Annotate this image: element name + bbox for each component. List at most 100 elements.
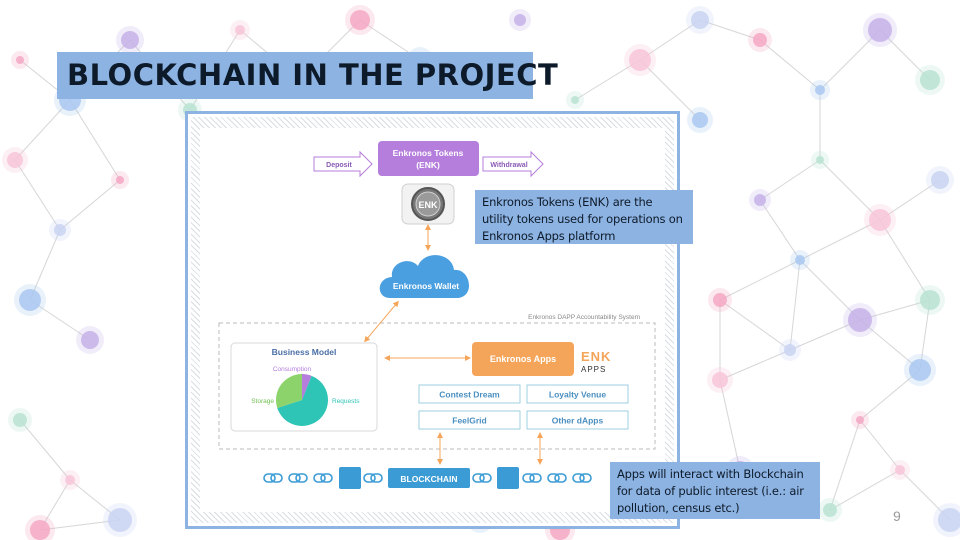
app-button-1 [526,384,629,404]
chain-link-icon [479,473,492,483]
chain-link-icon [320,473,333,483]
network-edge [859,299,931,321]
deposit-arrow [313,150,373,178]
app-button-label-1: Loyalty Venue [549,390,606,400]
network-node [121,31,139,49]
pie-slice-requests [277,375,328,426]
chain-link-icon [313,473,326,483]
business-model-title: Business Model [272,347,337,357]
network-edge [829,469,901,511]
slide-title: BLOCKCHAIN IN THE PROJECT [67,58,559,92]
network-node [30,520,50,540]
network-edge [919,299,931,371]
chain-block-icon [497,467,519,489]
network-edge [799,259,861,321]
network-edge [69,99,121,181]
network-node [13,413,27,427]
network-edge [14,159,61,231]
chain-link-icon [547,473,560,483]
network-edge [859,419,901,471]
network-node [81,331,99,349]
network-edge [719,349,791,381]
network-node [116,176,124,184]
network-edge [29,299,91,341]
tokens-label-line1: Enkronos Tokens [393,148,464,158]
network-node [7,152,23,168]
pie-label-storage: Storage [251,398,274,405]
system-label: Enkronos DAPP Accountability System [528,314,640,321]
network-node [571,96,579,104]
page-number: 9 [893,508,901,524]
chain-link-icon [554,473,567,483]
network-node [931,171,949,189]
deposit-arrow-label: Deposit [326,162,352,169]
network-node [753,33,767,47]
tokens-label-line2: (ENK) [416,160,440,170]
app-button-label-2: FeelGrid [452,416,486,426]
network-edge [819,159,881,221]
chain-link-icon [263,473,276,483]
pie-label-consumption: Consumption [273,366,312,373]
network-edge [639,59,701,121]
network-node [938,508,960,532]
network-node [16,56,24,64]
network-node [815,85,825,95]
wallet-business-connector [364,300,399,343]
pie-slice-consumption [302,374,312,400]
chain-link-icon [363,473,376,483]
network-node [909,359,931,381]
apps-logo-top: ENK [581,349,611,364]
network-node [692,112,708,128]
network-edge [19,419,71,481]
network-node [895,465,905,475]
network-node [108,508,132,532]
withdrawal-arrow [482,150,544,178]
enk-coin-label: ENK [418,200,438,210]
network-edge [574,59,641,101]
network-node [920,290,940,310]
network-node [235,25,245,35]
network-node [869,209,891,231]
network-node [816,156,824,164]
blockchain-box [388,468,470,488]
network-edge [819,29,881,91]
pie-label-requests: Requests [332,398,360,405]
network-edge [799,219,881,261]
network-node [19,289,41,311]
apps-box [472,342,574,376]
network-node [848,308,872,332]
network-node [65,475,75,485]
app-button-3 [526,410,629,430]
app-button-label-0: Contest Dream [439,390,500,400]
network-edge [829,419,861,511]
network-edge [719,299,791,351]
network-edge [59,179,121,231]
chain-block-icon [339,467,361,489]
chain-link-icon [572,473,585,483]
network-edge [759,39,821,91]
blockchain-label: BLOCKCHAIN [400,474,457,484]
network-node [784,344,796,356]
network-node [350,10,370,30]
network-node [712,372,728,388]
tokens-callout: Enkronos Tokens (ENK) are the utility to… [475,190,693,244]
chain-link-icon [522,473,535,483]
wallet-cloud-icon [379,255,470,298]
chain-link-icon [370,473,383,483]
network-node [514,14,526,26]
pie-slice-storage [276,374,302,409]
network-edge [719,379,741,471]
network-node [868,18,892,42]
network-edge [759,199,801,261]
network-node [54,224,66,236]
network-node [713,293,727,307]
wallet-label: Enkronos Wallet [393,281,459,291]
network-edge [639,19,701,61]
network-edge [14,99,71,161]
network-edge [789,259,801,351]
network-edge [879,179,941,221]
chain-link-icon [295,473,308,483]
network-node [795,255,805,265]
